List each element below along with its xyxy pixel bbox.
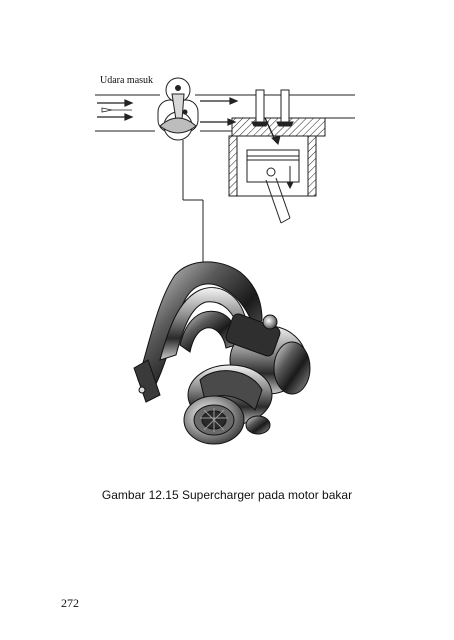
turbocharger-illustration	[133, 261, 311, 445]
engine-cylinder	[228, 89, 326, 224]
figure-caption: Gambar 12.15 Supercharger pada motor bak…	[101, 488, 353, 502]
supercharger-schematic-diagram	[95, 77, 355, 445]
linkage-line	[182, 140, 204, 262]
supercharger-rotor	[157, 77, 199, 141]
intake-air-label: Udara masuk	[100, 75, 154, 86]
page-number: 272	[61, 596, 79, 610]
